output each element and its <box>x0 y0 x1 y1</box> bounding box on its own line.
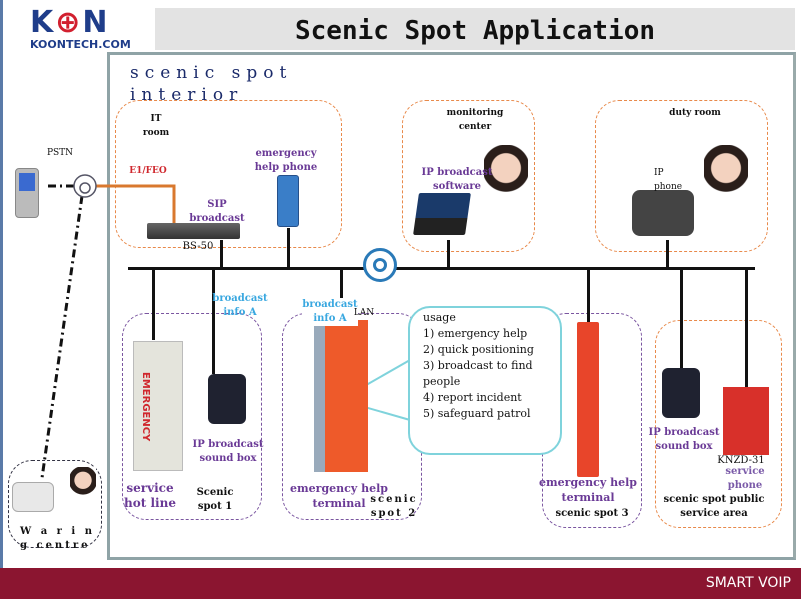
mobile-phone-icon <box>15 168 39 218</box>
sound-box-label: IP broadcast sound box <box>192 439 264 464</box>
laptop-icon <box>413 193 471 235</box>
drop-line <box>447 240 450 268</box>
drop-line <box>340 268 343 320</box>
footer-brand: SMART VOIP <box>705 575 791 591</box>
duty-room-title: duty room <box>669 108 721 118</box>
sip-broadcast-label: SIP broadcast <box>189 199 245 224</box>
public-area-name: scenic spot public service area <box>663 494 765 519</box>
drop-line <box>220 240 223 268</box>
page-title: Scenic Spot Application <box>294 16 656 46</box>
drop-line <box>587 268 590 322</box>
spot3-name: scenic spot 3 <box>555 508 629 519</box>
help-phone-label: emergency help phone <box>254 148 318 173</box>
sound-box-icon <box>208 374 246 424</box>
drop-line <box>152 268 155 340</box>
monitoring-box <box>402 100 535 252</box>
footer-bar: SMART VOIP <box>0 568 801 599</box>
desk-phone-icon <box>12 482 54 512</box>
network-icon <box>363 248 397 282</box>
help-terminal-photo <box>314 320 368 472</box>
spot1-box <box>122 313 262 520</box>
spot2-name: scenic spot 2 <box>370 494 418 519</box>
main-frame <box>107 52 796 560</box>
e1-label: E1/FEO <box>129 166 167 176</box>
service-hotline-label: service hot line <box>124 481 176 510</box>
pstn-label: PSTN <box>46 148 74 158</box>
service-phone-icon <box>723 387 769 455</box>
operator-avatar <box>484 145 528 211</box>
public-sound-box-label: IP broadcast sound box <box>648 427 720 452</box>
drop-line <box>287 228 290 268</box>
sound-box-icon <box>662 368 700 418</box>
left-edge <box>0 0 3 568</box>
ip-phone-icon <box>632 190 694 236</box>
spot3-terminal-label: emergency help terminal <box>539 476 637 504</box>
bs50-label: BS-50 <box>182 241 214 252</box>
operator-avatar <box>704 145 748 211</box>
it-room-box <box>115 100 342 248</box>
bs50-device <box>147 223 240 239</box>
it-room-title: IT room <box>142 114 170 138</box>
help-phone-icon <box>277 175 299 227</box>
drop-line <box>666 240 669 268</box>
usage-text: usage 1) emergency help 2) quick positio… <box>423 311 534 420</box>
network-bus <box>128 267 755 270</box>
operator-avatar <box>70 467 96 505</box>
lan-label: LAN <box>353 308 375 318</box>
drop-line <box>680 268 683 370</box>
usage-callout <box>408 306 562 455</box>
duty-room-box <box>595 100 768 252</box>
broadcast-info-label: broadcast info A <box>212 293 268 318</box>
drop-line <box>212 268 215 374</box>
waring-centre-box <box>8 460 102 548</box>
title-bar: Scenic Spot Application <box>155 8 795 50</box>
model-label: KNZD-31 <box>717 455 765 466</box>
monitoring-title: monitoring center <box>446 108 504 132</box>
broadcast-info-label: broadcast info A <box>302 298 358 326</box>
ip-broadcast-software-label: IP broadcast software <box>421 167 493 192</box>
drop-line <box>745 268 748 388</box>
service-phone-label: service phone <box>725 466 765 491</box>
help-column-icon <box>577 322 599 477</box>
emergency-kiosk-icon: EMERGENCY <box>133 341 183 471</box>
logo: K⊕N KOONTECH.COM <box>30 5 131 52</box>
waring-centre-label: W a r i n g centre <box>20 526 95 551</box>
spot1-name: Scenic spot 1 <box>196 487 234 512</box>
public-area-box <box>655 320 782 528</box>
help-terminal-label: emergency help terminal <box>290 482 388 510</box>
ip-phone-label: IP phone <box>654 168 683 192</box>
